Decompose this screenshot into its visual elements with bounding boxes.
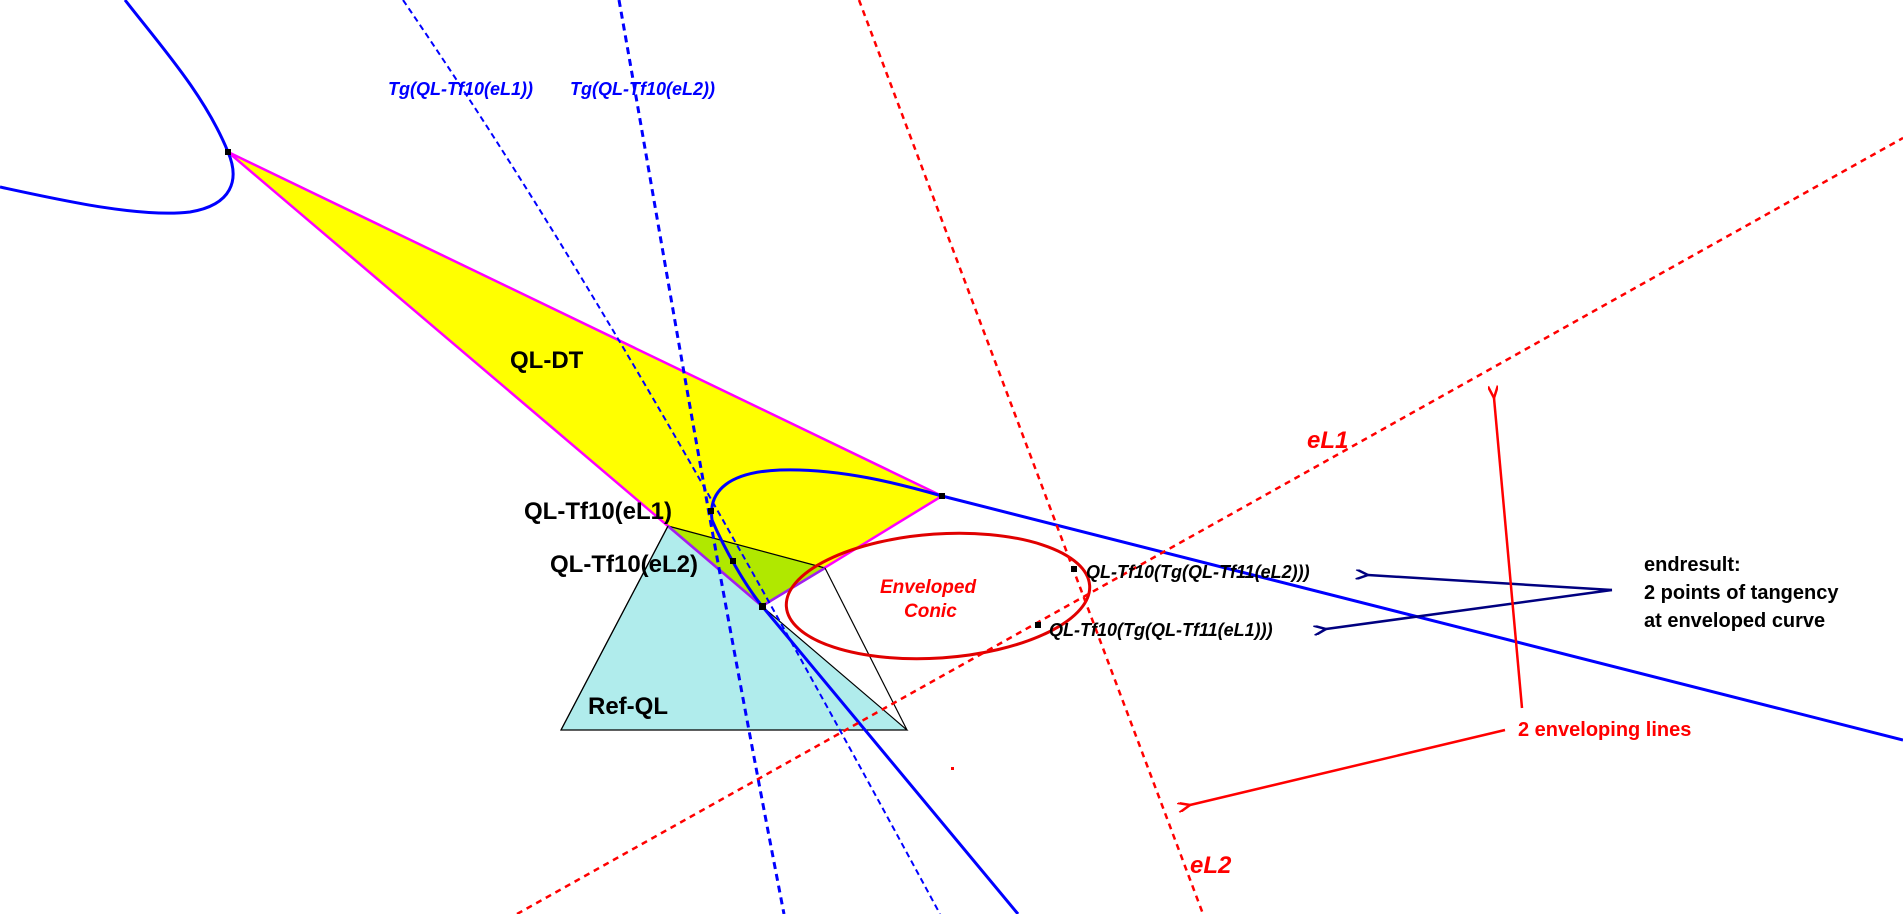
label-tangent-eL1: Tg(QL-Tf10(eL1)) [388,79,533,99]
arrow-to-tangent-point-eL2 [1368,575,1613,592]
point-tangency-eL1 [1035,622,1041,628]
label-ql-tf10-eL2: QL-Tf10(eL2) [550,551,698,578]
label-endresult-2: 2 points of tangency [1644,582,1839,604]
enveloped-conic [784,531,1092,661]
overlap-region [668,526,825,606]
arrow-to-eL2 [1190,728,1506,805]
label-ql-dt: QL-DT [510,347,584,374]
arrow-to-tangent-point-eL1 [1326,588,1613,629]
point-tangency-eL2 [1071,566,1077,572]
enveloping-line-eL2 [857,0,1205,914]
label-enveloped-conic-1: Enveloped [880,577,976,598]
point-ql-dt-right [939,493,945,499]
label-tangency-eL1: QL-Tf10(Tg(QL-Tf11(eL1))) [1049,620,1273,640]
label-ql-tf10-eL1: QL-Tf10(eL1) [524,498,672,525]
arrow-to-eL1 [1494,398,1524,709]
label-eL2: eL2 [1190,852,1232,879]
point-ql-tf10-eL2 [730,558,736,564]
enveloping-line-eL1 [516,136,1903,914]
label-ref-ql: Ref-QL [588,693,668,720]
label-eL1: eL1 [1307,427,1348,454]
label-tangency-eL2: QL-Tf10(Tg(QL-Tf11(eL2))) [1086,562,1310,582]
tangent-line-eL1 [402,0,941,914]
conic-branch-center [710,468,1903,742]
conic-branch-top-left [0,0,235,215]
point-red-dot [951,767,954,770]
point-ql-tf10-eL1 [708,508,714,514]
label-endresult-1: endresult: [1644,554,1741,576]
point-conic-top-left [225,149,231,155]
label-tangent-eL2: Tg(QL-Tf10(eL2)) [570,79,715,99]
point-ql-dt-bottom [759,603,766,610]
tangent-line-eL2 [617,0,786,914]
label-endresult-3: at enveloped curve [1644,610,1825,632]
label-enveloped-conic-2: Conic [904,601,957,622]
ql-dt-triangle [228,152,942,606]
label-enveloping-lines: 2 enveloping lines [1518,719,1691,741]
